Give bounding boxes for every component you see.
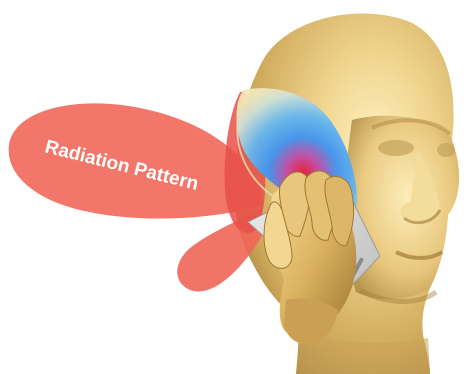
eye-right xyxy=(437,143,455,157)
radiation-pattern: Radiation Pattern xyxy=(9,92,266,292)
eye-left xyxy=(378,140,414,156)
